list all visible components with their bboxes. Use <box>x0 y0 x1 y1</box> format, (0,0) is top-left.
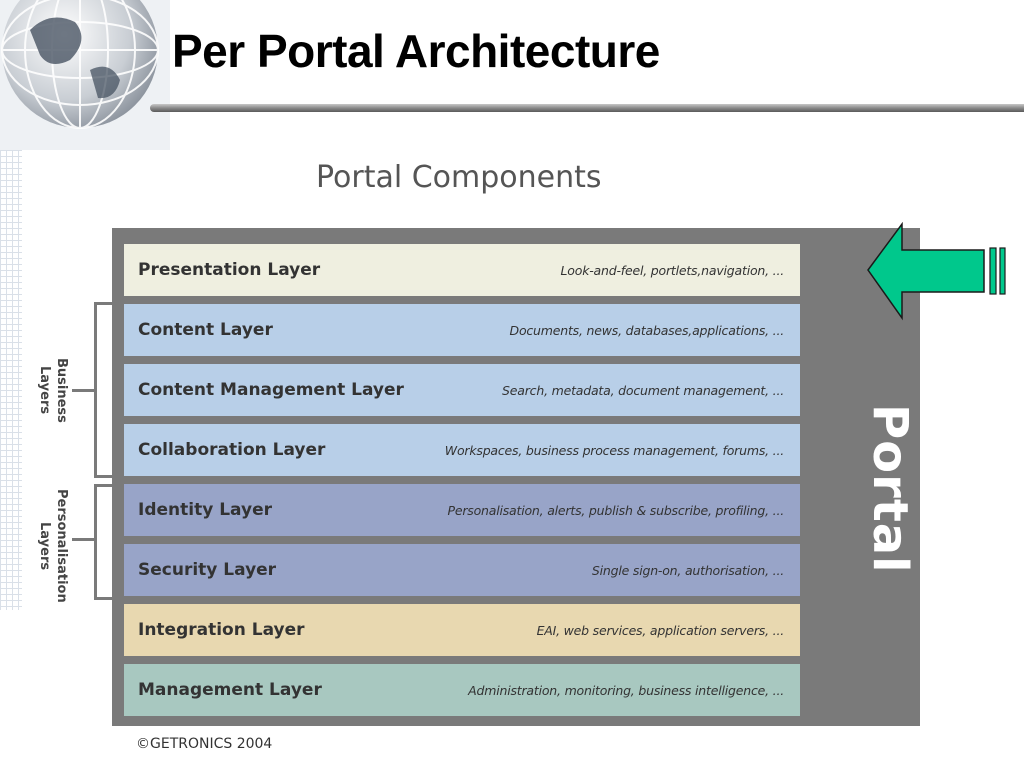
title-divider <box>150 104 1024 112</box>
layer-name: Presentation Layer <box>138 260 321 280</box>
layer-name: Content Layer <box>138 320 273 340</box>
business-layers-label: Business Layers <box>37 357 69 423</box>
layer-description: Documents, news, databases,applications,… <box>509 322 785 338</box>
layer-name: Security Layer <box>138 560 277 580</box>
portal-label: Portal <box>862 404 918 574</box>
business-bracket-tick <box>72 389 96 392</box>
copyright-text: ©GETRONICS 2004 <box>136 736 273 752</box>
layer-row: Security Layer Single sign-on, authorisat… <box>124 544 800 596</box>
layer-description: EAI, web services, application servers, … <box>536 622 785 638</box>
layer-description: Single sign-on, authorisation, ... <box>591 562 784 578</box>
layer-row: Identity Layer Personalisation, alerts, p… <box>124 484 800 536</box>
layer-description: Personalisation, alerts, publish & subsc… <box>447 502 784 518</box>
layer-row: Integration Layer EAI, web services, appl… <box>124 604 800 656</box>
layer-name: Collaboration Layer <box>138 440 326 460</box>
personalisation-bracket-tick <box>72 538 96 541</box>
layer-row: Content Management Layer Search, metadata… <box>124 364 800 416</box>
diagram-heading: Portal Components <box>316 160 602 195</box>
layer-description: Look-and-feel, portlets,navigation, ... <box>560 262 785 278</box>
business-bracket <box>94 302 117 478</box>
layer-description: Search, metadata, document management, .… <box>502 382 784 398</box>
layer-description: Workspaces, business process management,… <box>444 442 784 458</box>
layer-row: Collaboration Layer Workspaces, business … <box>124 424 800 476</box>
layer-name: Integration Layer <box>138 620 305 640</box>
grid-decoration <box>0 150 22 610</box>
layer-row: Content Layer Documents, news, databases,… <box>124 304 800 356</box>
globe-icon <box>0 0 170 150</box>
layer-name: Content Management Layer <box>138 380 404 400</box>
layer-row: Presentation Layer Look-and-feel, portlet… <box>124 244 800 296</box>
arrow-left-icon <box>867 222 1006 321</box>
layer-name: Identity Layer <box>138 500 272 520</box>
personalisation-layers-label: Personalisation Layers <box>37 489 69 603</box>
layer-row: Management Layer Administration, monitori… <box>124 664 800 716</box>
slide-title: Per Portal Architecture <box>172 25 660 77</box>
layer-name: Management Layer <box>138 680 322 700</box>
personalisation-bracket <box>94 484 117 600</box>
layer-description: Administration, monitoring, business int… <box>468 682 784 698</box>
